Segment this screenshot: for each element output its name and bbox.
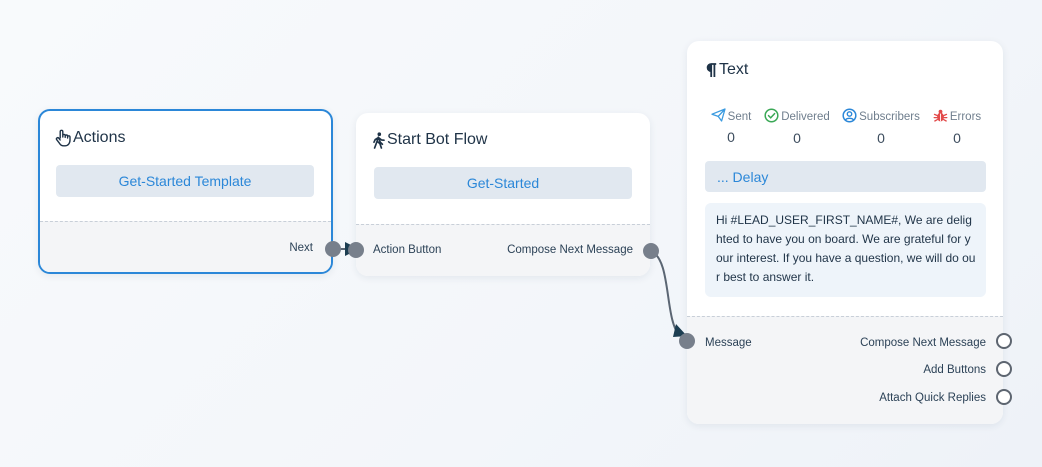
add-buttons-handle[interactable] bbox=[996, 361, 1012, 377]
compose-next-message-handle[interactable] bbox=[996, 333, 1012, 349]
keyword-button[interactable]: Get-Started bbox=[374, 167, 632, 199]
start-bot-flow-node[interactable]: Start Bot Flow Get-Started Action Button… bbox=[356, 113, 650, 276]
bug-icon bbox=[933, 108, 948, 126]
node-title-row: Actions bbox=[55, 129, 125, 147]
attach-quick-replies-port-label: Attach Quick Replies bbox=[879, 392, 986, 404]
attach-quick-replies-handle[interactable] bbox=[996, 389, 1012, 405]
stat-value: 0 bbox=[877, 130, 885, 146]
stat-label: Sent bbox=[727, 110, 752, 123]
stat-label: Delivered bbox=[781, 111, 830, 123]
node-footer: Next bbox=[40, 221, 331, 272]
stat-label: Errors bbox=[949, 111, 982, 123]
stat-label: Subscribers bbox=[859, 111, 920, 123]
template-button[interactable]: Get-Started Template bbox=[56, 165, 314, 197]
action-button-port-label: Action Button bbox=[373, 244, 442, 256]
user-circle-icon bbox=[842, 108, 857, 126]
connection-compose-to-message[interactable] bbox=[650, 250, 681, 337]
paper-plane-icon bbox=[711, 108, 726, 125]
check-circle-icon bbox=[764, 108, 779, 126]
stat-errors: Errors 0 bbox=[917, 108, 997, 146]
pilcrow-icon bbox=[705, 62, 717, 78]
node-title: Actions bbox=[73, 129, 126, 146]
stat-value: 0 bbox=[953, 130, 961, 146]
add-buttons-port-label: Add Buttons bbox=[923, 364, 986, 376]
compose-next-message-port-label: Compose Next Message bbox=[860, 337, 986, 349]
stat-value: 0 bbox=[793, 130, 801, 146]
message-port-label: Message bbox=[705, 337, 752, 349]
text-node[interactable]: Text Sent 0 Delivered 0 bbox=[687, 41, 1003, 424]
stat-value: 0 bbox=[727, 129, 735, 145]
actions-node[interactable]: Actions Get-Started Template Next bbox=[38, 109, 333, 274]
message-preview[interactable]: Hi #LEAD_USER_FIRST_NAME#, We are deligh… bbox=[705, 203, 986, 297]
compose-next-message-port-label: Compose Next Message bbox=[507, 244, 633, 256]
node-title-row: Text bbox=[705, 61, 748, 79]
compose-next-message-output-handle[interactable] bbox=[643, 243, 659, 259]
action-button-input-handle[interactable] bbox=[348, 242, 364, 258]
node-title: Text bbox=[719, 61, 749, 78]
node-footer: Action Button Compose Next Message bbox=[356, 224, 650, 276]
stat-delivered: Delivered 0 bbox=[757, 108, 837, 146]
delay-button[interactable]: ... Delay bbox=[705, 161, 986, 192]
message-input-handle[interactable] bbox=[679, 333, 695, 349]
walking-person-icon bbox=[372, 131, 385, 149]
pointer-hand-icon bbox=[55, 129, 71, 147]
node-title-row: Start Bot Flow bbox=[372, 131, 487, 149]
stat-sent: Sent 0 bbox=[691, 108, 771, 145]
stat-subscribers: Subscribers 0 bbox=[841, 108, 921, 146]
next-port-label: Next bbox=[289, 242, 313, 254]
node-title: Start Bot Flow bbox=[387, 131, 488, 148]
node-footer: Message Compose Next Message Add Buttons… bbox=[687, 316, 1003, 424]
next-output-handle[interactable] bbox=[325, 241, 341, 257]
